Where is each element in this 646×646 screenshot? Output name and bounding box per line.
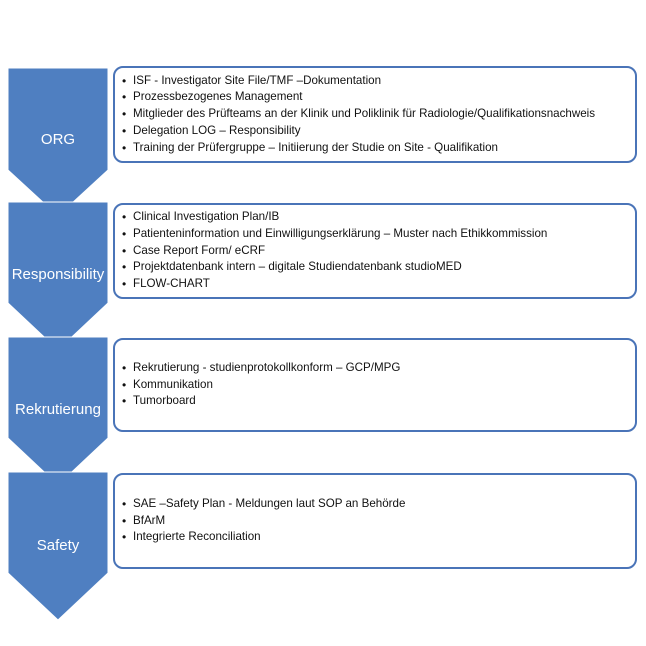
list-item: Patienteninformation und Einwilligungser… xyxy=(122,226,627,243)
list-item: Training der Prüfergruppe – Initiierung … xyxy=(122,140,627,157)
chevron-org xyxy=(7,67,109,217)
list-item: Clinical Investigation Plan/IB xyxy=(122,209,627,226)
stage-list-responsibility: Clinical Investigation Plan/IB Patienten… xyxy=(115,209,627,293)
stage-label-responsibility: Responsibility xyxy=(11,266,105,283)
stage-label-safety: Safety xyxy=(36,537,80,554)
list-item: Tumorboard xyxy=(122,393,627,410)
stage-list-rekrutierung: Rekrutierung - studienprotokollkonform –… xyxy=(115,360,627,410)
list-item: Kommunikation xyxy=(122,377,627,394)
list-item: Mitglieder des Prüfteams an der Klinik u… xyxy=(122,106,627,123)
list-item: Projektdatenbank intern – digitale Studi… xyxy=(122,259,627,276)
stage-box-safety: SAE –Safety Plan - Meldungen laut SOP an… xyxy=(113,473,637,569)
stage-label-org: ORG xyxy=(40,131,76,148)
list-item: Case Report Form/ eCRF xyxy=(122,243,627,260)
stage-label-rekrutierung: Rekrutierung xyxy=(15,401,101,418)
stage-list-safety: SAE –Safety Plan - Meldungen laut SOP an… xyxy=(115,496,627,546)
chevron-responsibility xyxy=(7,201,109,351)
list-item: SAE –Safety Plan - Meldungen laut SOP an… xyxy=(122,496,627,513)
stage-box-rekrutierung: Rekrutierung - studienprotokollkonform –… xyxy=(113,338,637,432)
list-item: FLOW-CHART xyxy=(122,276,627,293)
chevron-rekrutierung xyxy=(7,336,109,486)
list-item: Integrierte Reconciliation xyxy=(122,529,627,546)
list-item: Rekrutierung - studienprotokollkonform –… xyxy=(122,360,627,377)
list-item: BfArM xyxy=(122,513,627,530)
list-item: ISF - Investigator Site File/TMF –Dokume… xyxy=(122,73,627,90)
list-item: Prozessbezogenes Management xyxy=(122,89,627,106)
chevron-safety xyxy=(7,471,109,621)
list-item: Delegation LOG – Responsibility xyxy=(122,123,627,140)
stage-list-org: ISF - Investigator Site File/TMF –Dokume… xyxy=(115,73,627,157)
stage-box-org: ISF - Investigator Site File/TMF –Dokume… xyxy=(113,66,637,163)
stage-box-responsibility: Clinical Investigation Plan/IB Patienten… xyxy=(113,203,637,299)
